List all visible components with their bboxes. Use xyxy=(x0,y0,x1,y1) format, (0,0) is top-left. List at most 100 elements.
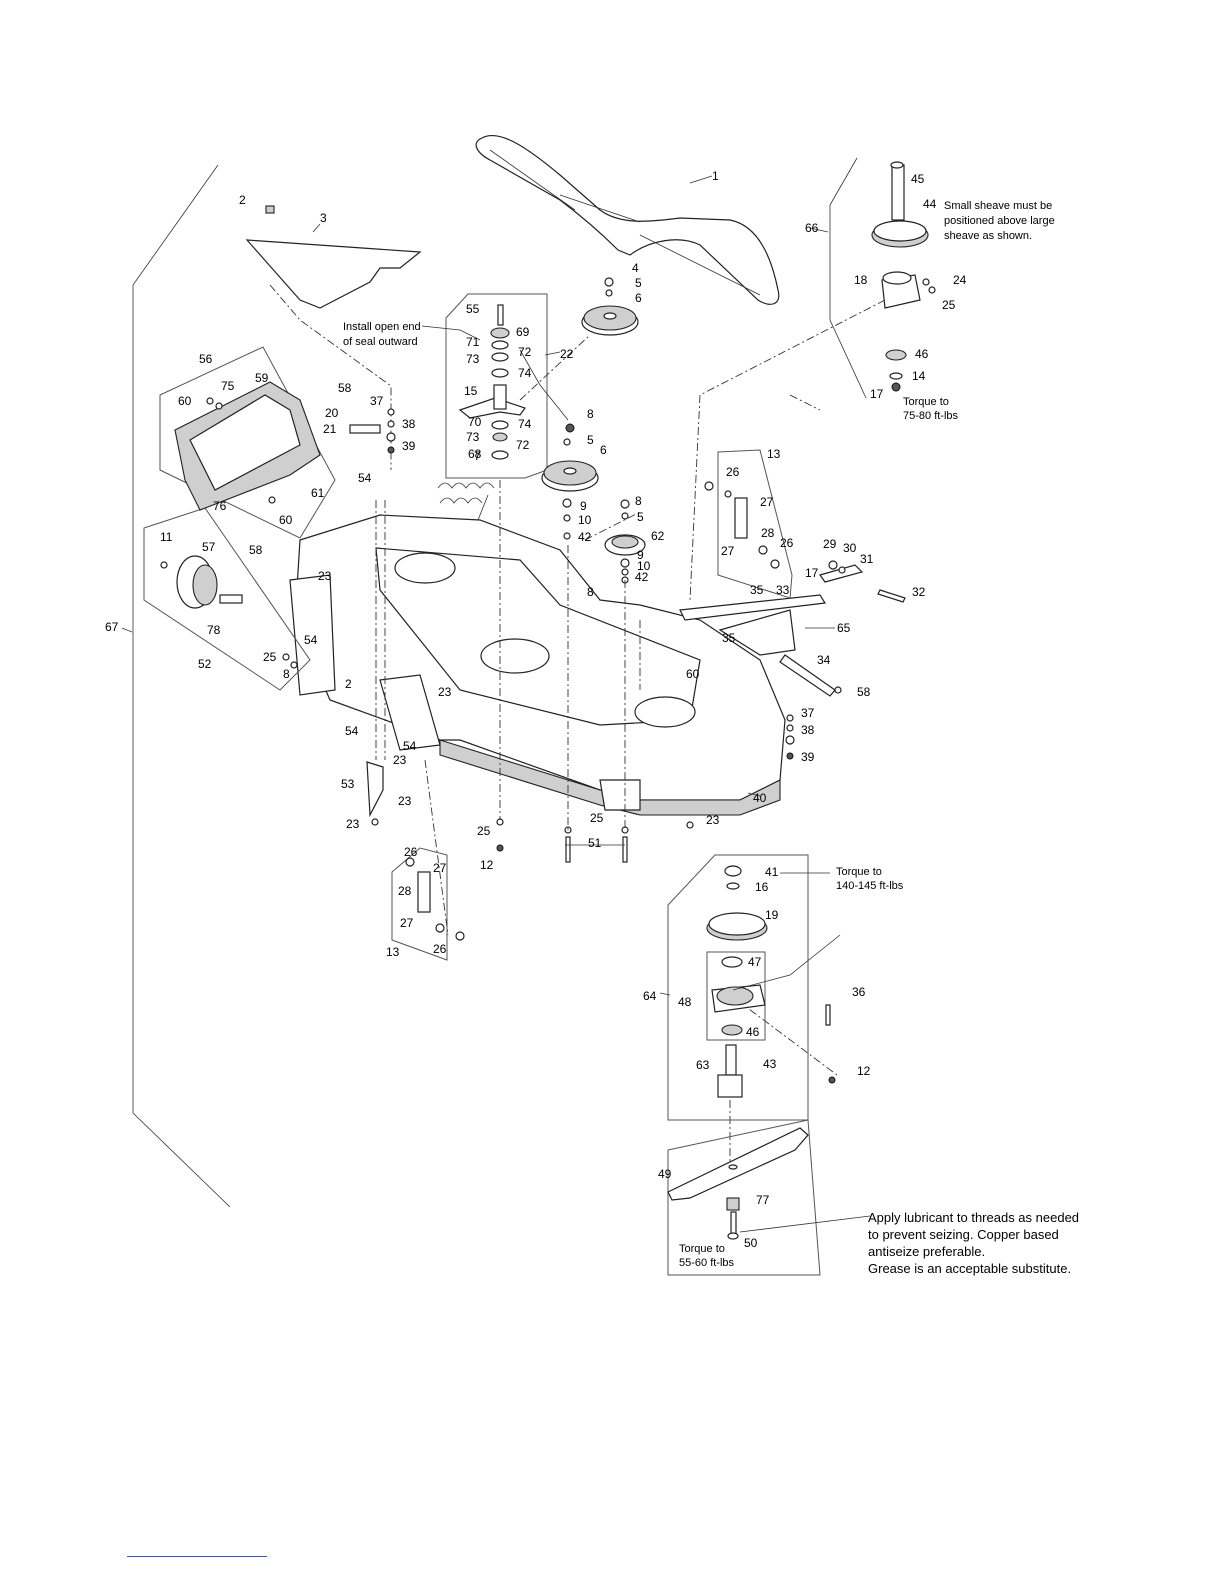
label-25b: 25 xyxy=(263,650,277,664)
label-36: 36 xyxy=(852,985,866,999)
footer-link-underline[interactable] xyxy=(127,1556,267,1557)
note-torque75-line1: Torque to xyxy=(903,396,949,408)
jackshaft-assembly xyxy=(871,161,936,392)
label-5b: 5 xyxy=(587,433,594,447)
label-25d: 25 xyxy=(590,811,604,825)
pivot-bars xyxy=(679,560,906,697)
label-8b: 8 xyxy=(635,494,642,508)
label-34: 34 xyxy=(817,653,831,667)
label-42: 42 xyxy=(578,530,592,544)
label-30: 30 xyxy=(843,541,857,555)
pulley-top xyxy=(581,305,639,336)
clip-part-2-top xyxy=(265,205,275,214)
label-38: 38 xyxy=(402,417,416,431)
label-53: 53 xyxy=(341,777,355,791)
label-2b: 2 xyxy=(345,677,352,691)
label-9: 9 xyxy=(580,499,587,513)
label-26d: 26 xyxy=(433,942,447,956)
label-1: 1 xyxy=(712,169,719,183)
label-57: 57 xyxy=(202,540,216,554)
label-11: 11 xyxy=(160,530,173,544)
label-46: 46 xyxy=(915,347,929,361)
label-35b: 35 xyxy=(722,631,736,645)
note-seal-line1: Install open end xyxy=(343,321,421,333)
label-56: 56 xyxy=(199,352,213,366)
label-60a: 60 xyxy=(178,394,192,408)
label-67: 67 xyxy=(105,620,119,634)
label-27d: 27 xyxy=(400,916,414,930)
label-13: 13 xyxy=(767,447,781,461)
label-8d: 8 xyxy=(283,667,290,681)
label-40: 40 xyxy=(753,791,767,805)
label-31: 31 xyxy=(860,552,874,566)
label-26c: 26 xyxy=(404,845,418,859)
note-sheave-line3: sheave as shown. xyxy=(944,230,1032,242)
label-15: 15 xyxy=(464,384,478,398)
label-7: 7 xyxy=(474,449,481,463)
label-9b: 9 xyxy=(637,548,644,562)
label-37b: 37 xyxy=(801,706,815,720)
hardware-stack-right xyxy=(785,714,795,760)
label-23d: 23 xyxy=(398,794,412,808)
label-38b: 38 xyxy=(801,723,815,737)
idler-assembly-box xyxy=(445,293,548,479)
bracket-box-bottom xyxy=(391,847,448,961)
label-27: 27 xyxy=(760,495,774,509)
drive-belt xyxy=(475,135,780,305)
note-torque75-line2: 75-80 ft-lbs xyxy=(903,410,959,422)
label-25c: 25 xyxy=(477,824,491,838)
bracket-53 xyxy=(366,761,384,826)
label-28: 28 xyxy=(761,526,775,540)
note-torque55-line1: Torque to xyxy=(679,1243,725,1255)
blade-bolt xyxy=(726,1197,740,1240)
label-2: 2 xyxy=(239,193,246,207)
label-24: 24 xyxy=(953,273,967,287)
spindle-assembly-box xyxy=(667,854,809,1121)
pulley-middle xyxy=(541,460,599,492)
bracket-13-top xyxy=(704,481,780,569)
label-5c: 5 xyxy=(637,510,644,524)
label-23b: 23 xyxy=(438,685,452,699)
label-26: 26 xyxy=(726,465,740,479)
label-26b: 26 xyxy=(780,536,794,550)
label-8c: 8 xyxy=(587,585,594,599)
label-46b: 46 xyxy=(746,1025,760,1039)
label-27b: 27 xyxy=(721,544,735,558)
note-lubricant-line2: to prevent seizing. Copper based xyxy=(868,1227,1059,1242)
note-torque55-line2: 55-60 ft-lbs xyxy=(679,1257,735,1269)
label-23e: 23 xyxy=(346,817,360,831)
label-75: 75 xyxy=(221,379,235,393)
label-47: 47 xyxy=(748,955,762,969)
label-23f: 23 xyxy=(706,813,720,827)
idler-pulley-62 xyxy=(604,534,646,556)
label-58c: 58 xyxy=(857,685,871,699)
label-6b: 6 xyxy=(600,443,607,457)
label-55: 55 xyxy=(466,302,480,316)
anti-scalp-wheel xyxy=(160,555,298,669)
label-3: 3 xyxy=(320,211,327,225)
label-12b: 12 xyxy=(857,1064,871,1078)
idler-spring xyxy=(437,482,495,504)
label-54d: 54 xyxy=(403,739,417,753)
label-73b: 73 xyxy=(466,430,480,444)
label-65: 65 xyxy=(837,621,851,635)
label-61: 61 xyxy=(311,486,325,500)
label-72b: 72 xyxy=(516,438,530,452)
label-32: 32 xyxy=(912,585,926,599)
label-42b: 42 xyxy=(635,570,649,584)
label-73a: 73 xyxy=(466,352,480,366)
label-43: 43 xyxy=(763,1057,777,1071)
label-64: 64 xyxy=(643,989,657,1003)
label-28b: 28 xyxy=(398,884,412,898)
label-20: 20 xyxy=(325,406,339,420)
label-33: 33 xyxy=(776,583,790,597)
label-5: 5 xyxy=(635,276,642,290)
label-10b: 10 xyxy=(637,559,651,573)
leader-lines xyxy=(121,175,871,1233)
label-39: 39 xyxy=(402,439,416,453)
label-39b: 39 xyxy=(801,750,815,764)
label-48: 48 xyxy=(678,995,692,1009)
label-17b: 17 xyxy=(805,566,819,580)
label-21: 21 xyxy=(323,422,337,436)
